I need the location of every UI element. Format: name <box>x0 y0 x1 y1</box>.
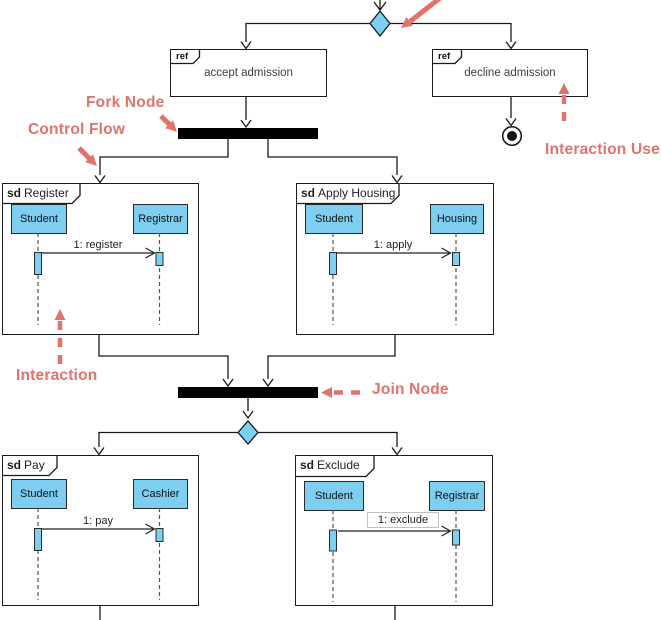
arrowhead-icon <box>242 410 254 420</box>
activity-final-node <box>501 125 523 147</box>
lifeline-head-student: Student <box>11 479 67 509</box>
sd-keyword: sd <box>7 458 22 472</box>
message-label: 1: register <box>73 239 123 251</box>
sd-keyword: sd <box>301 186 316 200</box>
arrowhead-icon <box>262 378 274 388</box>
arrowhead-icon <box>94 175 106 184</box>
sd-keyword: sd <box>300 458 315 472</box>
annotation-arrow-fork-node <box>159 114 177 132</box>
arrowhead-icon <box>391 175 403 184</box>
lifeline-head-student: Student <box>304 481 364 511</box>
frame-name: Apply Housing <box>318 186 396 200</box>
message-label: 1: exclude <box>366 512 440 528</box>
annotation-fork-node: Fork Node <box>86 94 165 111</box>
interaction-use-label: accept admission <box>204 67 293 79</box>
lifeline-head-registrar: Registrar <box>133 204 188 234</box>
arrowhead-icon <box>391 447 403 456</box>
interaction-use-decline-admission: ref decline admission <box>432 49 588 97</box>
lifeline-head-cashier: Cashier <box>133 479 188 509</box>
frame-name: Exclude <box>317 458 360 472</box>
annotation-interaction: Interaction <box>16 367 98 384</box>
frame-name: Pay <box>24 458 45 472</box>
join-node-bar <box>178 387 318 398</box>
fork-node-bar <box>178 128 318 139</box>
interaction-use-accept-admission: ref accept admission <box>170 49 327 97</box>
message-label: 1: pay <box>83 515 113 527</box>
interaction-use-label: decline admission <box>464 67 556 79</box>
sd-keyword: sd <box>7 186 22 200</box>
frame-name: Register <box>24 186 69 200</box>
lifeline-head-registrar: Registrar <box>429 481 485 511</box>
lifeline-head-student: Student <box>305 204 363 234</box>
arrowhead-icon <box>240 41 252 50</box>
annotation-join-node: Join Node <box>372 381 449 398</box>
message-label: 1: apply <box>373 239 413 251</box>
arrowhead-icon <box>93 447 105 456</box>
annotation-interaction-use: Interaction Use <box>545 141 660 158</box>
annotation-arrow-control-flow <box>77 146 97 166</box>
annotation-control-flow: Control Flow <box>28 121 126 138</box>
arrowhead-icon <box>505 118 517 127</box>
decision-node-bottom <box>237 420 259 445</box>
lifeline-head-housing: Housing <box>430 204 484 234</box>
arrowhead-icon <box>373 1 387 12</box>
annotation-arrow-decision <box>401 0 442 28</box>
arrowhead-icon <box>505 41 517 50</box>
arrowhead-icon <box>222 378 234 388</box>
lifeline-head-student: Student <box>11 204 67 234</box>
decision-node-top <box>369 9 391 38</box>
annotation-arrow-join-node <box>321 387 367 398</box>
arrowhead-icon <box>240 119 252 129</box>
